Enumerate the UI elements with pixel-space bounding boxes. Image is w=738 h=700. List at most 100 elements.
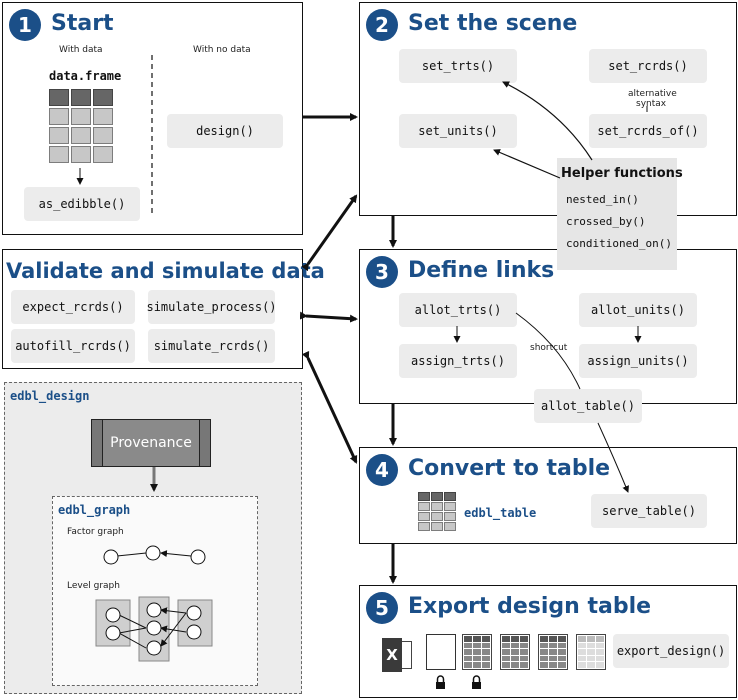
export-sheet-icon	[462, 634, 492, 670]
helper-functions-box: Helper functions nested_in() crossed_by(…	[557, 158, 683, 270]
arrow-validate-links	[299, 311, 358, 323]
arrow-validate-convert	[301, 350, 358, 464]
edbl-graph-label: edbl_graph	[58, 503, 131, 517]
define-links-panel: 3 Define links allot_trts() allot_units(…	[359, 249, 737, 404]
with-no-data-label: With no data	[193, 45, 251, 55]
export-sheet-icon	[576, 634, 606, 670]
table-cell	[444, 492, 456, 501]
set-rcrds-fn[interactable]: set_rcrds()	[589, 49, 707, 83]
provenance-box: Provenance	[91, 419, 211, 467]
factor-graph-label: Factor graph	[67, 527, 124, 537]
provenance-label: Provenance	[110, 435, 192, 451]
start-panel: 1 Start With data With no data data.fram…	[2, 2, 303, 235]
set-units-fn[interactable]: set_units()	[399, 114, 517, 148]
step-1-badge: 1	[9, 9, 41, 41]
sheet-cell	[520, 642, 528, 649]
set-scene-title: Set the scene	[408, 11, 578, 36]
serve-table-fn[interactable]: serve_table()	[591, 494, 707, 528]
sheet-cell	[464, 649, 472, 655]
arrow-scene-validate	[301, 194, 358, 272]
start-title: Start	[51, 11, 114, 36]
data-frame-label: data.frame	[49, 69, 122, 83]
grid-cell	[71, 146, 91, 163]
sheet-cell	[578, 642, 586, 649]
nested-in-fn[interactable]: nested_in()	[566, 193, 639, 206]
sheet-cell	[549, 655, 557, 662]
helper-title: Helper functions	[561, 166, 683, 181]
syntax-label: syntax	[636, 99, 667, 109]
step-3-badge: 3	[366, 256, 398, 288]
sheet-cell	[482, 642, 490, 649]
sheet-cell	[511, 655, 519, 662]
sheet-cell	[596, 636, 604, 642]
sheet-cell	[558, 642, 566, 649]
grid-cell	[93, 108, 113, 125]
step-4-badge: 4	[366, 454, 398, 486]
level-graph-label: Level graph	[67, 581, 120, 591]
sheet-cell	[587, 636, 595, 642]
table-cell	[418, 492, 430, 501]
sheet-cell	[464, 655, 472, 662]
conditioned-on-fn[interactable]: conditioned_on()	[566, 237, 672, 250]
sheet-cell	[473, 649, 481, 655]
sheet-cell	[587, 642, 595, 649]
allot-trts-fn[interactable]: allot_trts()	[399, 293, 517, 327]
sheet-cell	[558, 649, 566, 655]
excel-badge: X	[382, 638, 402, 672]
grid-cell	[49, 127, 69, 144]
design-fn[interactable]: design()	[167, 114, 283, 148]
sheet-cell	[549, 642, 557, 649]
excel-icon: X	[382, 638, 412, 672]
table-cell	[418, 522, 430, 531]
sheet-cell	[473, 642, 481, 649]
sheet-cell	[540, 642, 548, 649]
step-5-badge: 5	[366, 592, 398, 624]
sheet-cell	[482, 655, 490, 662]
table-cell	[418, 512, 430, 521]
simulate-process-fn[interactable]: simulate_process()	[146, 290, 277, 324]
table-cell	[444, 502, 456, 511]
sheet-cell	[596, 649, 604, 655]
export-design-fn[interactable]: export_design()	[613, 634, 729, 668]
allot-table-fn[interactable]: allot_table()	[534, 389, 642, 423]
sheet-cell	[464, 636, 472, 642]
table-cell	[431, 522, 443, 531]
assign-trts-fn[interactable]: assign_trts()	[399, 344, 517, 378]
sheet-cell	[549, 662, 557, 668]
table-cell	[444, 512, 456, 521]
expect-rcrds-fn[interactable]: expect_rcrds()	[11, 290, 135, 324]
sheet-cell	[464, 662, 472, 668]
define-links-title: Define links	[408, 258, 555, 283]
export-panel: 5 Export design table X export_design()	[359, 585, 737, 698]
table-cell	[431, 502, 443, 511]
sheet-cell	[596, 662, 604, 668]
assign-units-fn[interactable]: assign_units()	[579, 344, 697, 378]
simulate-rcrds-fn[interactable]: simulate_rcrds()	[148, 329, 275, 363]
grid-cell	[71, 108, 91, 125]
grid-cell	[93, 89, 113, 106]
edbl-table-label: edbl_table	[464, 506, 537, 520]
sheet-cell	[482, 662, 490, 668]
set-rcrds-of-fn[interactable]: set_rcrds_of()	[589, 114, 707, 148]
grid-cell	[49, 89, 69, 106]
crossed-by-fn[interactable]: crossed_by()	[566, 215, 646, 228]
sheet-cell	[520, 662, 528, 668]
sheet-cell	[502, 642, 510, 649]
autofill-rcrds-fn[interactable]: autofill_rcrds()	[11, 329, 135, 363]
table-cell	[444, 522, 456, 531]
export-sheet-icon	[500, 634, 530, 670]
step-2-badge: 2	[366, 9, 398, 41]
grid-cell	[71, 127, 91, 144]
sheet-cell	[549, 636, 557, 642]
set-trts-fn[interactable]: set_trts()	[399, 49, 517, 83]
sheet-cell	[558, 636, 566, 642]
sheet-cell	[502, 655, 510, 662]
allot-units-fn[interactable]: allot_units()	[579, 293, 697, 327]
set-scene-panel: 2 Set the scene set_trts() set_rcrds() s…	[359, 2, 737, 216]
table-cell	[418, 502, 430, 511]
table-cell	[431, 512, 443, 521]
export-sheet-icon	[538, 634, 568, 670]
as-edibble-fn[interactable]: as_edibble()	[24, 187, 140, 221]
sheet-cell	[502, 636, 510, 642]
sheet-cell	[540, 649, 548, 655]
